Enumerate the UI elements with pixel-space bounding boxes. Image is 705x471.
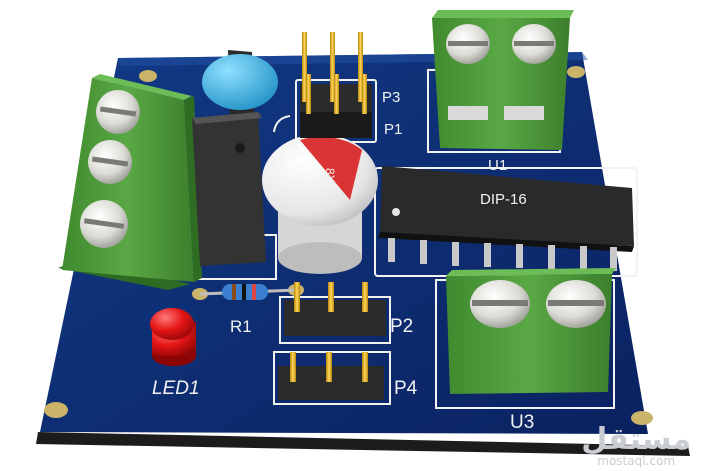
- watermark-logo-text: مستقل: [581, 422, 691, 457]
- dip16-pins: [388, 238, 617, 271]
- label-p4: P4: [394, 378, 418, 399]
- electrolytic-capacitor: [262, 134, 378, 274]
- label-p2: P2: [390, 316, 413, 337]
- mount-hole-tl: [139, 70, 157, 82]
- watermark-url: mostaql.com: [597, 454, 676, 468]
- terminal-block-u3: [446, 268, 616, 394]
- label-p3: P3: [382, 89, 400, 106]
- dip16-label: DIP-16: [480, 191, 527, 208]
- ceramic-capacitor: [202, 54, 278, 110]
- cap-brand-label: YCK: [293, 164, 305, 187]
- mount-hole-bl: [44, 402, 68, 418]
- watermark: مستقل mostaql.com: [581, 422, 691, 468]
- pin-header-p2: [284, 282, 386, 336]
- led1: [150, 308, 196, 366]
- mount-hole-br: [631, 411, 653, 425]
- label-u3: U3: [510, 412, 534, 433]
- cap-value-label: 8X8: [323, 168, 337, 190]
- terminal-block-3pin: [58, 74, 202, 290]
- pin-header-p4: [278, 352, 384, 400]
- label-p1: P1: [384, 121, 402, 138]
- label-r1: R1: [230, 317, 252, 336]
- mount-hole-tr: [567, 66, 585, 78]
- board-edge: [36, 432, 690, 456]
- label-led1: LED1: [152, 378, 200, 399]
- dip16-ic: [378, 166, 634, 252]
- label-u1: U1: [488, 157, 507, 174]
- resistor-r1: [192, 284, 304, 300]
- terminal-block-u1: [432, 10, 574, 150]
- pin-header-p3-p1: [300, 32, 372, 138]
